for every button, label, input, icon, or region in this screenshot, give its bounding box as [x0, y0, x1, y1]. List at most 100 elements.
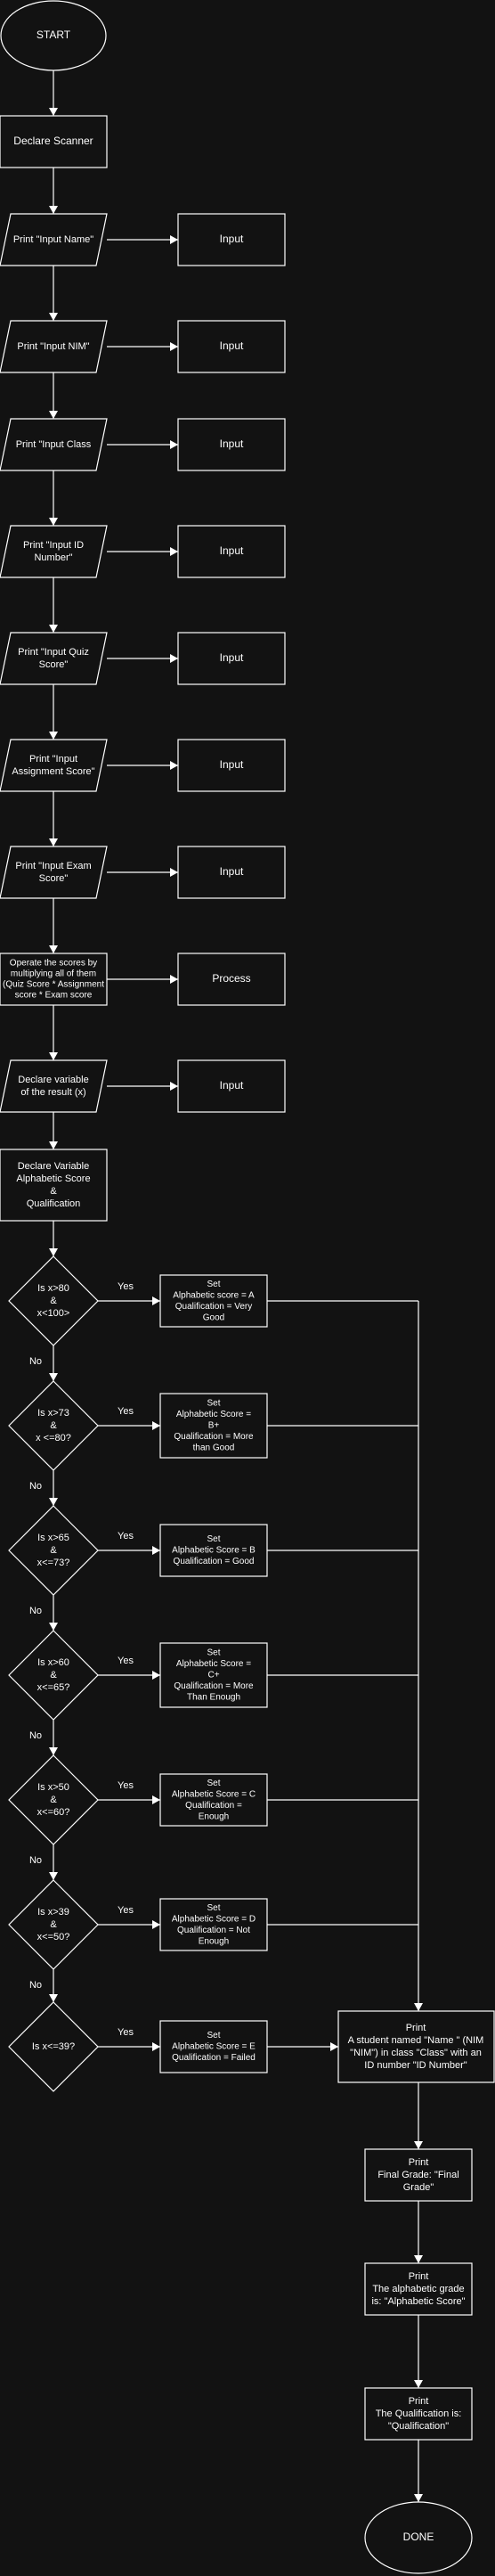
- set-box-7-label-line: Set: [207, 2031, 220, 2040]
- decision-1-label-line: Is x>80: [37, 1283, 69, 1294]
- print-step-2-label: Print "Input NIM": [17, 341, 89, 352]
- set-box-2-label-line: Set: [207, 1399, 220, 1409]
- arrowhead: [170, 235, 178, 244]
- arrowhead: [49, 838, 58, 846]
- print-qual-label-line: "Qualification": [388, 2421, 449, 2432]
- set-box-6-label-line: Set: [207, 1903, 220, 1913]
- decision-4-label-line: Is x>60: [37, 1657, 69, 1668]
- input-box-3-label-line: Input: [220, 438, 244, 450]
- flowchart-edges: [49, 70, 423, 2502]
- input-box-5-label-line: Input: [220, 651, 244, 664]
- arrowhead: [170, 654, 178, 663]
- decision-6-label-line: &: [50, 1919, 57, 1930]
- yes-label-5: Yes: [118, 1780, 134, 1791]
- process-label-line: Process: [212, 972, 250, 985]
- decision-5: [8, 1754, 99, 1845]
- declare-x-step: [0, 1059, 108, 1113]
- print-final-label-line: Print: [409, 2157, 429, 2168]
- arrowhead: [170, 761, 178, 770]
- print-summary-label-line: "NIM") in class "Class" with an: [350, 2048, 482, 2058]
- set-box-6-label-line: Alphabetic Score = D: [172, 1914, 256, 1924]
- declare-scanner-label: Declare Scanner: [13, 135, 93, 147]
- arrowhead: [49, 206, 58, 214]
- arrowhead: [49, 1994, 58, 2002]
- arrowhead: [170, 342, 178, 351]
- set-box-3-label-line: Set: [207, 1534, 220, 1544]
- yes-label-6: Yes: [118, 1905, 134, 1916]
- arrowhead: [49, 1248, 58, 1256]
- print-step-3-label-line: Print "Input Class: [16, 439, 92, 450]
- decision-2-label: Is x>73&x <=80?: [36, 1408, 71, 1443]
- decision-6-label-line: Is x>39: [37, 1907, 69, 1918]
- start-label: START: [37, 29, 71, 41]
- decision-6-label: Is x>39& x<=50?: [37, 1907, 70, 1942]
- print-step-5: [0, 632, 108, 685]
- no-label-6: No: [29, 1980, 42, 1991]
- input-box-3-label: Input: [220, 438, 244, 450]
- print-alpha-label-line: Print: [409, 2271, 429, 2282]
- yes-label-2: Yes: [118, 1406, 134, 1417]
- print-step-6-label-line: Assignment Score": [12, 766, 94, 777]
- print-step-3-label: Print "Input Class: [16, 439, 92, 450]
- arrowhead: [49, 625, 58, 633]
- decision-5-label: Is x>50&x<=60?: [37, 1782, 70, 1818]
- decision-6: [8, 1879, 99, 1970]
- print-step-1-label-line: Print "Input Name": [13, 234, 93, 245]
- set-box-7-label-line: Qualification = Failed: [172, 2053, 256, 2063]
- declare-alpha-label-line: Qualification: [27, 1198, 81, 1209]
- done-terminal: [364, 2501, 473, 2574]
- input-box-4: [177, 525, 286, 578]
- arrowhead: [414, 2494, 423, 2502]
- arrowhead: [414, 2380, 423, 2388]
- input-box-1-label-line: Input: [220, 233, 244, 245]
- declare-x-label-line: of the result (x): [20, 1087, 85, 1098]
- no-label-3: No: [29, 1606, 42, 1616]
- set-box-5: [159, 1773, 268, 1827]
- set-box-2-label-line: B+: [208, 1421, 220, 1431]
- input-box-4-label-line: Input: [220, 544, 244, 557]
- decision-2: [8, 1380, 99, 1471]
- decision-7-label-line: Is x<=39?: [32, 2041, 75, 2052]
- input-box-6: [177, 739, 286, 792]
- input-box-7-label: Input: [220, 865, 244, 878]
- set-box-4-label-line: Qualification = More: [174, 1681, 254, 1691]
- arrowhead: [152, 1546, 160, 1555]
- declare-scanner-box: [0, 115, 108, 168]
- decision-1-label-line: &: [50, 1296, 57, 1306]
- set-box-4-label-line: Set: [207, 1648, 220, 1658]
- decision-3-label-line: &: [50, 1545, 57, 1556]
- decision-3-label: Is x>65&x<=73?: [37, 1533, 70, 1568]
- set-box-3: [159, 1524, 268, 1577]
- arrowhead: [414, 2255, 423, 2263]
- arrowhead: [49, 1373, 58, 1381]
- process-box: [177, 953, 286, 1006]
- set-box-5-label-line: Enough: [199, 1811, 229, 1821]
- print-qual-label-line: The Qualification is:: [376, 2408, 462, 2419]
- decision-2-label-line: Is x>73: [37, 1408, 69, 1419]
- no-label-2: No: [29, 1481, 42, 1492]
- input-box-2-label: Input: [220, 339, 244, 352]
- arrowhead: [170, 975, 178, 984]
- decision-1-label-line: x<100>: [37, 1308, 70, 1319]
- input-box-2-label-line: Input: [220, 339, 244, 352]
- decision-6-label-line: x<=50?: [37, 1932, 70, 1942]
- set-box-5-label-line: Set: [207, 1779, 220, 1788]
- print-step-7: [0, 846, 108, 899]
- print-final-box: [364, 2148, 473, 2202]
- yes-label-1: Yes: [118, 1281, 134, 1292]
- set-box-3-label-line: Qualification = Good: [174, 1557, 255, 1566]
- set-box-4-label-line: Alphabetic Score =: [176, 1659, 251, 1669]
- print-summary-label-line: ID number "ID Number": [364, 2060, 467, 2071]
